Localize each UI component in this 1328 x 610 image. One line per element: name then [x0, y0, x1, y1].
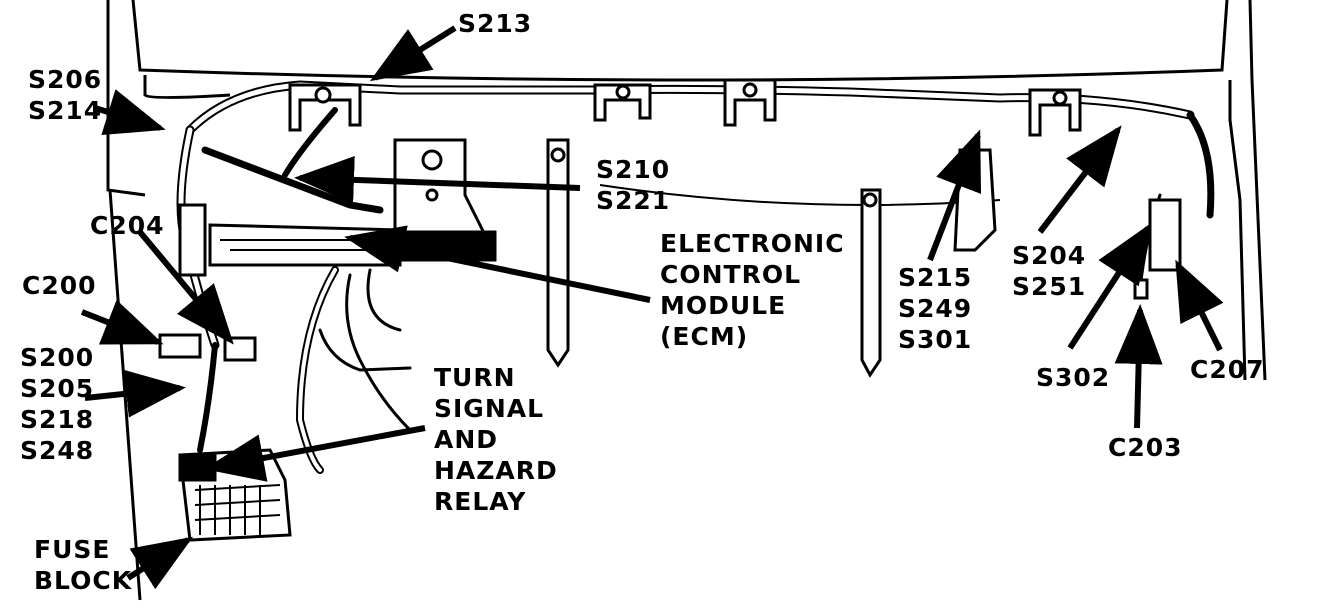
- label-s302: S302: [1036, 363, 1111, 392]
- label-s206-s214: S206 S214: [28, 65, 103, 125]
- left-connectors: [158, 203, 257, 362]
- label-c207: C207: [1190, 355, 1265, 384]
- dash-brackets: [288, 78, 1082, 137]
- label-ecm: ELECTRONIC CONTROL MODULE (ECM): [660, 229, 845, 351]
- label-s215-group: S215 S249 S301: [898, 263, 973, 354]
- label-turn-signal-relay: TURN SIGNAL AND HAZARD RELAY: [434, 363, 558, 516]
- label-c204: C204: [90, 211, 165, 240]
- label-c200: C200: [22, 271, 97, 300]
- pointer-arrows: [80, 25, 1224, 590]
- center-braces: [546, 138, 882, 378]
- label-s204-s251: S204 S251: [1012, 241, 1087, 301]
- label-s200-group: S200 S205 S218 S248: [20, 343, 95, 465]
- label-c203: C203: [1108, 433, 1183, 462]
- label-fuse-block: FUSE BLOCK: [34, 535, 133, 595]
- label-s210-s221: S210 S221: [596, 155, 671, 215]
- label-s213: S213: [458, 9, 533, 38]
